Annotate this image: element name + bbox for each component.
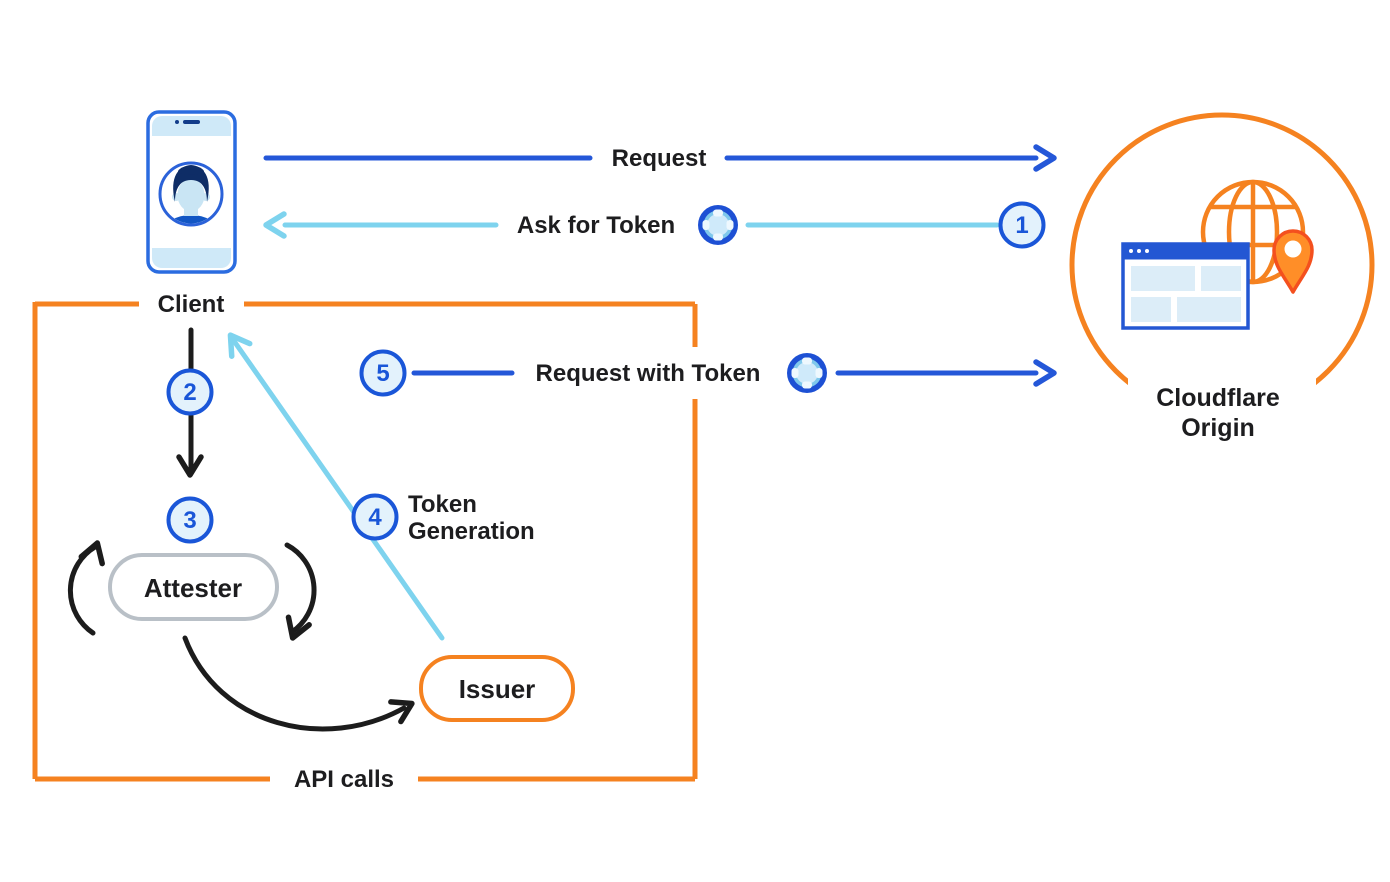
issuer-label: Issuer <box>459 674 536 704</box>
request-with-token-arrow <box>411 362 1054 384</box>
step-5-number: 5 <box>376 360 389 387</box>
ask-for-token-arrow <box>266 214 1000 236</box>
cycle-right-arc <box>284 542 317 635</box>
attestation-cycle-arrows <box>67 540 317 642</box>
request-arrow <box>263 147 1054 169</box>
attester-label: Attester <box>144 573 242 603</box>
cycle-left-arrowhead <box>81 540 107 564</box>
api-calls-box <box>32 301 698 782</box>
cycle-left-arc <box>67 544 98 636</box>
phone-camera-dot <box>175 120 179 124</box>
step-2-number: 2 <box>183 379 196 406</box>
client-label: Client <box>158 291 225 318</box>
origin-label-line2: Origin <box>1181 414 1255 442</box>
phone-icon <box>146 110 237 274</box>
ask-for-token-label: Ask for Token <box>517 212 675 239</box>
token-generation-label-line1: Token <box>408 491 477 518</box>
step-4-number: 4 <box>368 504 382 531</box>
step-1-number: 1 <box>1015 212 1028 239</box>
attester-node: Attester <box>108 553 279 621</box>
issuer-node: Issuer <box>419 655 575 722</box>
request-label: Request <box>612 145 707 172</box>
api-calls-label: API calls <box>294 766 394 793</box>
request-with-token-label: Request with Token <box>536 360 761 387</box>
origin-label-line1: Cloudflare <box>1156 384 1280 412</box>
request-arrowhead <box>1036 147 1054 169</box>
ask-for-token-arrowhead <box>266 214 284 236</box>
step-4-badge: 4 <box>351 493 399 541</box>
cloudflare-origin-node: Cloudflare Origin <box>1069 112 1375 450</box>
phone-speaker-slot <box>183 120 200 124</box>
step-2-badge: 2 <box>166 368 214 416</box>
attester-to-issuer-arrow <box>182 635 417 732</box>
request-with-token-arrowhead <box>1036 362 1054 384</box>
step-3-number: 3 <box>183 507 196 534</box>
token-generation-arrow <box>221 329 445 641</box>
token-generation-label-line2: Generation <box>408 518 535 545</box>
location-pin-icon <box>1272 229 1314 294</box>
token-icon <box>698 205 738 245</box>
browser-window-icon <box>1121 242 1250 330</box>
step-1-badge: 1 <box>998 201 1046 249</box>
token-icon <box>787 353 827 393</box>
globe-icon <box>1200 179 1306 285</box>
user-avatar-icon <box>158 161 224 227</box>
step-5-badge: 5 <box>359 349 407 397</box>
step-3-badge: 3 <box>166 496 214 544</box>
